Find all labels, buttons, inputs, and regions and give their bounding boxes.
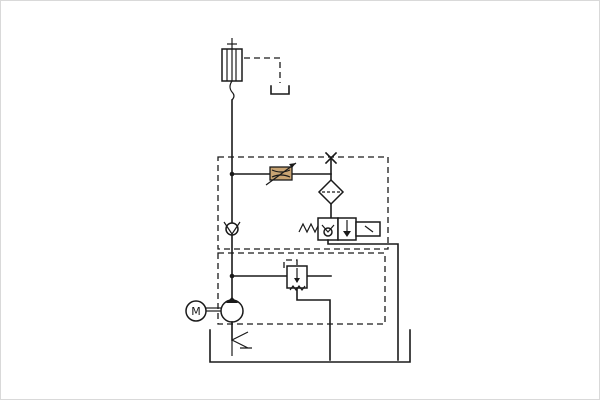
filter-icon <box>317 178 345 206</box>
check-valve-icon <box>223 221 241 236</box>
flow-control-valve <box>265 162 297 186</box>
check-valve-upper <box>223 221 241 236</box>
return-tank <box>270 85 290 95</box>
pump <box>220 297 244 323</box>
relief-valve <box>286 265 308 291</box>
relief-return-line <box>296 287 331 361</box>
valve-manifold-block <box>217 156 389 250</box>
power-unit-block <box>217 252 386 325</box>
strainer-icon <box>231 331 252 356</box>
cylinder <box>221 38 243 101</box>
reservoir <box>209 329 411 363</box>
suction-strainer <box>231 331 252 356</box>
junction-dot <box>229 273 235 279</box>
hydraulic-pump-icon <box>220 297 244 323</box>
pilot-line <box>283 259 298 268</box>
solenoid-valve <box>298 217 381 241</box>
motor-label: M <box>191 305 201 318</box>
filter <box>317 178 345 206</box>
reservoir-icon <box>209 329 411 363</box>
drain-line <box>244 57 281 83</box>
junction-dot <box>229 171 235 177</box>
pressure-relief-valve-icon <box>286 265 308 291</box>
adjustable-throttle-valve-icon <box>265 162 297 186</box>
valve-return-line <box>327 239 399 361</box>
hydraulic-cylinder-icon <box>221 38 243 101</box>
solenoid-directional-valve-icon <box>298 217 381 241</box>
electric-motor-icon: M <box>185 300 207 322</box>
motor: M <box>185 300 207 322</box>
tank-icon <box>270 85 290 95</box>
